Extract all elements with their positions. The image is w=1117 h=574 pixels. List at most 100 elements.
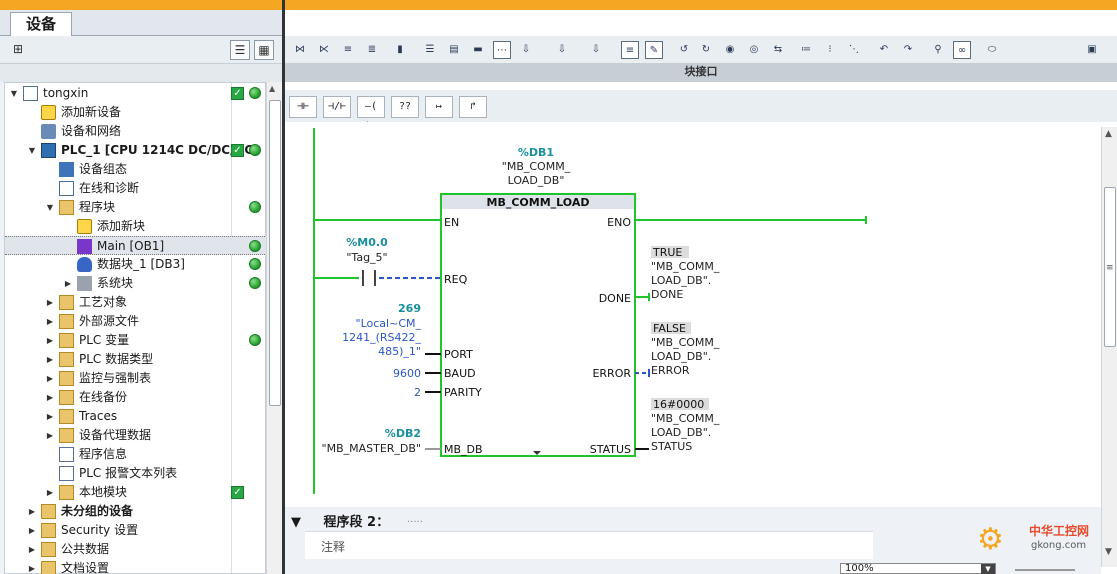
expand-right-icon[interactable]: ▶ [46,431,54,440]
tree-item[interactable]: ▶监控与强制表 [5,369,267,388]
tree-scroll-thumb[interactable] [269,100,281,406]
tree-item[interactable]: ▶在线备份 [5,388,267,407]
tree-item[interactable]: ▶设备代理数据 [5,426,267,445]
go-to-error-icon[interactable]: ↺ [679,44,689,55]
empty-box-button[interactable]: ?? [391,96,419,118]
parity-value[interactable]: 2 [414,386,421,399]
done-name-1[interactable]: "MB_COMM_ [651,260,720,273]
contact-nc-button[interactable]: ⊣/⊢ [323,96,351,118]
list-icon[interactable]: ⁝ [828,44,832,55]
zoom-select[interactable]: 100% ▼ [840,563,996,574]
expand-block-icon[interactable] [533,451,541,455]
highlight-icon[interactable]: ✎ [645,41,663,59]
coil-button[interactable]: –( )– [357,96,385,132]
tree-item[interactable]: ▶Security 设置 [5,521,267,540]
project-tree[interactable]: ▼tongxin✓添加新设备设备和网络▼PLC_1 [CPU 1214C DC/… [4,82,267,574]
expand-right-icon[interactable]: ▶ [28,507,36,516]
tree-item[interactable]: ▶本地模块✓ [5,483,267,502]
scroll-up-icon[interactable]: ▲ [269,84,276,93]
port-value[interactable]: 269 [398,302,421,315]
open-branch-button[interactable]: ↦ [425,96,453,118]
insert-row-icon[interactable]: ≡ [343,44,353,55]
project-view-icon[interactable]: ⊞ [12,42,24,56]
expand-down-icon[interactable]: ▼ [10,89,18,98]
baud-value[interactable]: 9600 [393,367,421,380]
expand-right-icon[interactable]: ▶ [46,374,54,383]
tree-item[interactable]: Main [OB1] [5,236,267,255]
function-block-box[interactable] [440,193,636,457]
done-name-2[interactable]: LOAD_DB". [651,274,711,287]
scroll-up-icon[interactable]: ▲ [1105,129,1112,139]
favorites-icon[interactable]: ⇩ [591,44,601,55]
tree-item[interactable]: 添加新设备 [5,103,267,122]
tree-item[interactable]: 在线和诊断 [5,179,267,198]
expand-down-icon[interactable]: ▼ [28,146,36,155]
network-2-title-placeholder[interactable]: ..... [407,514,423,525]
tree-item[interactable]: ▶外部源文件 [5,312,267,331]
network-view-icon[interactable]: ≡ [621,41,639,59]
port-name-1[interactable]: "Local~CM_ [356,317,422,330]
tree-item[interactable]: ▶系统块 [5,274,267,293]
expand-right-icon[interactable]: ▶ [46,317,54,326]
tree-item[interactable]: 添加新块 [5,217,267,236]
expand-right-icon[interactable]: ▶ [28,545,36,554]
mbdb-name[interactable]: "MB_MASTER_DB" [322,442,421,455]
expand-right-icon[interactable]: ▶ [46,488,54,497]
call-hierarchy-icon[interactable]: ≔ [801,44,811,55]
tree-item[interactable]: 数据块_1 [DB3] [5,255,267,274]
close-branch-button[interactable]: ↱ [459,96,487,118]
monitor-all-icon[interactable]: ◎ [749,44,759,55]
absolute-operands-icon[interactable]: ⇩ [521,44,531,55]
port-name-3[interactable]: 485)_1" [378,345,421,358]
redo-icon[interactable]: ↷ [903,44,913,55]
done-name-3[interactable]: DONE [651,288,683,301]
tree-scrollbar[interactable]: ▲ [266,82,282,574]
tree-item[interactable]: ▶PLC 数据类型 [5,350,267,369]
expand-right-icon[interactable]: ▶ [28,526,36,535]
tab-devices[interactable]: 设备 [10,12,72,36]
comment-icon[interactable]: ⋯ [493,41,511,59]
symbol-info-icon[interactable]: ⇩ [557,44,567,55]
mbdb-address[interactable]: %DB2 [385,427,421,440]
tree-item[interactable]: 设备和网络 [5,122,267,141]
tree-item[interactable]: PLC 报警文本列表 [5,464,267,483]
error-name-2[interactable]: LOAD_DB". [651,350,711,363]
scroll-down-icon[interactable]: ▼ [1105,547,1112,557]
tree-item[interactable]: 程序信息 [5,445,267,464]
network-2-header[interactable]: ▼ 程序段 2： [291,511,389,530]
tree-item[interactable]: ▶文档设置 [5,559,267,574]
zoom-slider[interactable] [1015,569,1075,571]
expand-right-icon[interactable]: ▶ [46,336,54,345]
align-icon[interactable]: ☰ [425,44,435,55]
tree-item[interactable]: ▼程序块 [5,198,267,217]
status-name-1[interactable]: "MB_COMM_ [651,412,720,425]
interface-toggle-icon[interactable]: ▣ [1087,44,1097,55]
tree-item[interactable]: ▼PLC_1 [CPU 1214C DC/DC/DC]✓ [5,141,267,160]
compare-icon[interactable]: ⇆ [773,44,783,55]
contact-no-button[interactable]: ⊣⊢ [289,96,317,118]
overview-icon[interactable]: ▦ [254,40,274,60]
database-icon[interactable]: ⬭ [987,44,997,55]
editor-scroll-thumb[interactable] [1104,187,1116,347]
undo-icon[interactable]: ↶ [879,44,889,55]
block-interface-bar[interactable]: 块接口 [285,64,1117,82]
detail-view-icon[interactable]: ☰ [230,40,250,60]
tree-item[interactable]: ▶工艺对象 [5,293,267,312]
expand-right-icon[interactable]: ▶ [28,564,36,573]
tree-item[interactable]: ▶未分组的设备 [5,502,267,521]
steps-icon[interactable]: ⋱ [849,44,859,55]
expand-right-icon[interactable]: ▶ [46,298,54,307]
req-tag[interactable]: "Tag_5" [346,251,387,264]
expand-right-icon[interactable]: ▶ [46,393,54,402]
tree-item[interactable]: ▼tongxin✓ [5,84,267,103]
window-icon[interactable]: ▤ [449,44,459,55]
next-error-icon[interactable]: ↻ [701,44,711,55]
tree-item[interactable]: ▶PLC 变量 [5,331,267,350]
error-name-1[interactable]: "MB_COMM_ [651,336,720,349]
expand-right-icon[interactable]: ▶ [46,412,54,421]
tree-item[interactable]: ▶Traces [5,407,267,426]
delete-network-icon[interactable]: ⋉ [319,44,329,55]
expand-right-icon[interactable]: ▶ [46,355,54,364]
req-address[interactable]: %M0.0 [346,236,388,249]
editor-scrollbar[interactable]: ▲ ≡ ▼ [1101,127,1117,567]
